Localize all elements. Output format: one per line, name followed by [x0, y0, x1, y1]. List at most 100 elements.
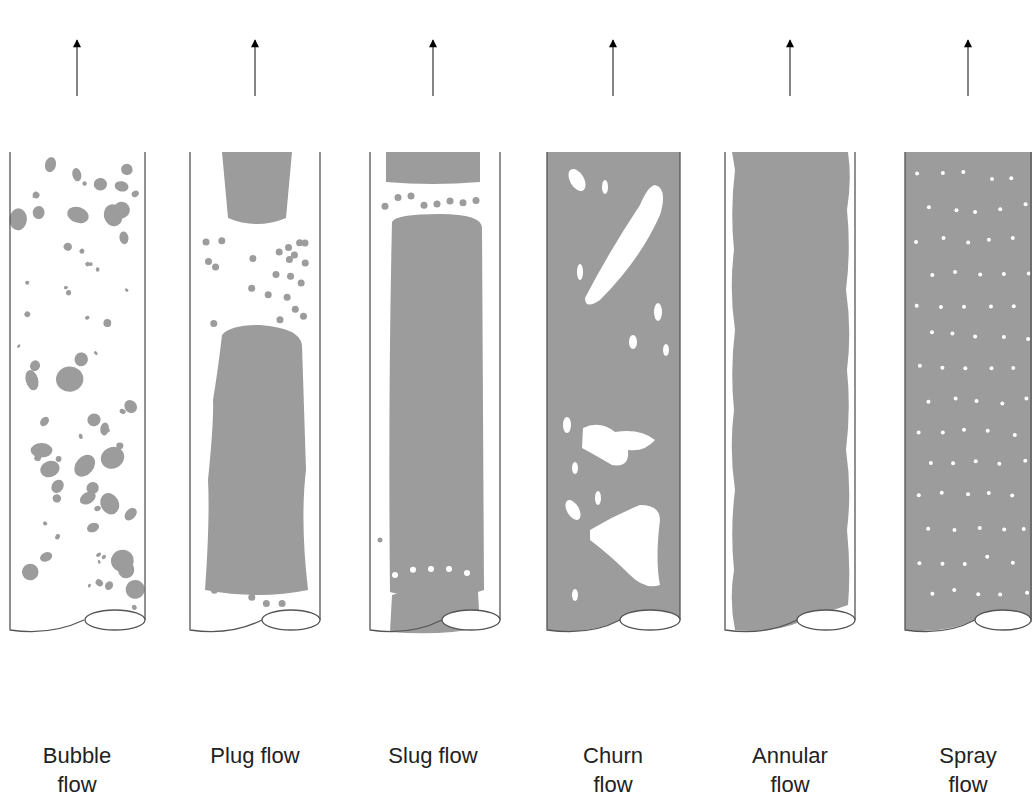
bubble: [930, 273, 934, 277]
bubble: [1000, 402, 1004, 406]
bubble: [1027, 272, 1031, 276]
bubble: [408, 192, 415, 199]
regime-label: Annular flow: [742, 742, 838, 799]
bubble: [25, 280, 30, 285]
bubble: [382, 203, 389, 210]
bubble: [298, 280, 305, 287]
regime-label: Spray flow: [920, 742, 1016, 799]
bubble: [990, 177, 994, 181]
bubble: [114, 180, 130, 193]
bubble: [940, 366, 944, 370]
bubble: [917, 493, 921, 497]
gas-pockets: [562, 166, 669, 601]
bubble: [302, 240, 309, 247]
bubble: [1023, 459, 1027, 463]
bubble: [272, 271, 279, 278]
bubble: [96, 267, 100, 271]
bubble: [94, 505, 102, 512]
bubble: [16, 344, 21, 349]
bubble: [950, 332, 954, 336]
bubble: [973, 335, 977, 339]
bubble: [19, 561, 41, 583]
bubble: [998, 207, 1002, 211]
bubble: [32, 206, 45, 220]
bubble: [212, 264, 219, 271]
bubble: [130, 189, 140, 198]
bubble: [97, 490, 123, 518]
bubble: [952, 588, 956, 592]
bubble: [124, 288, 129, 293]
bubble: [302, 259, 309, 266]
bubble: [978, 526, 982, 530]
bubble: [272, 577, 279, 584]
bubble: [1022, 527, 1026, 531]
bubble: [930, 330, 934, 334]
bubble: [131, 604, 137, 611]
bubble: [963, 366, 967, 370]
bubble: [975, 399, 979, 403]
bubble: [99, 422, 109, 436]
bubble: [998, 592, 1002, 596]
bubble: [473, 197, 480, 204]
bubble: [285, 244, 292, 251]
bubble: [927, 205, 931, 209]
regime-label: Slug flow: [385, 742, 481, 771]
bubble: [966, 241, 970, 245]
bubble: [65, 204, 91, 226]
bubble: [926, 400, 930, 404]
bubble: [263, 600, 270, 607]
bubble: [119, 162, 135, 178]
bubble: [929, 461, 933, 465]
bubble: [87, 583, 91, 588]
bubble: [279, 600, 286, 607]
bubble: [32, 194, 36, 199]
bubble: [93, 350, 98, 355]
bubble: [939, 305, 943, 309]
bubble: [34, 455, 42, 462]
bubble: [97, 443, 128, 473]
bubble: [392, 572, 398, 578]
bubble: [63, 286, 68, 290]
bubble: [56, 456, 62, 462]
bubble: [42, 521, 48, 527]
bubble: [203, 238, 210, 245]
bubble: [124, 578, 147, 601]
bubble: [249, 255, 256, 262]
bubble: [218, 237, 225, 244]
bubble: [300, 313, 307, 320]
bubble: [70, 451, 99, 481]
regime-label: Plug flow: [207, 742, 303, 771]
bubble: [1011, 366, 1015, 370]
regime-label: Churn flow: [565, 742, 661, 799]
bubble: [86, 412, 102, 428]
bubble: [71, 167, 83, 182]
bubble: [97, 559, 101, 564]
bubble: [103, 319, 111, 328]
bubble: [273, 586, 280, 593]
bubble: [66, 290, 72, 296]
bubble: [447, 198, 454, 205]
bubble: [918, 364, 922, 368]
bubble: [1011, 561, 1015, 565]
bubble: [1010, 493, 1014, 497]
bubble: [38, 458, 62, 480]
bubble: [917, 431, 921, 435]
bubble: [954, 208, 958, 212]
bubble: [974, 459, 978, 463]
bubble: [1002, 335, 1006, 339]
bubble: [985, 555, 989, 559]
bubble: [978, 273, 982, 277]
bubble: [54, 533, 61, 540]
bubble: [63, 242, 73, 251]
bubble: [101, 554, 107, 560]
bubble: [55, 365, 84, 392]
bubble: [78, 433, 83, 439]
bubble: [962, 428, 966, 432]
bubble: [973, 210, 977, 214]
bubble: [86, 521, 101, 534]
bubble: [915, 172, 919, 176]
liquid-regions: [205, 152, 1032, 633]
bubble: [987, 238, 991, 242]
bubble: [1011, 236, 1015, 240]
bubble: [1025, 591, 1029, 595]
